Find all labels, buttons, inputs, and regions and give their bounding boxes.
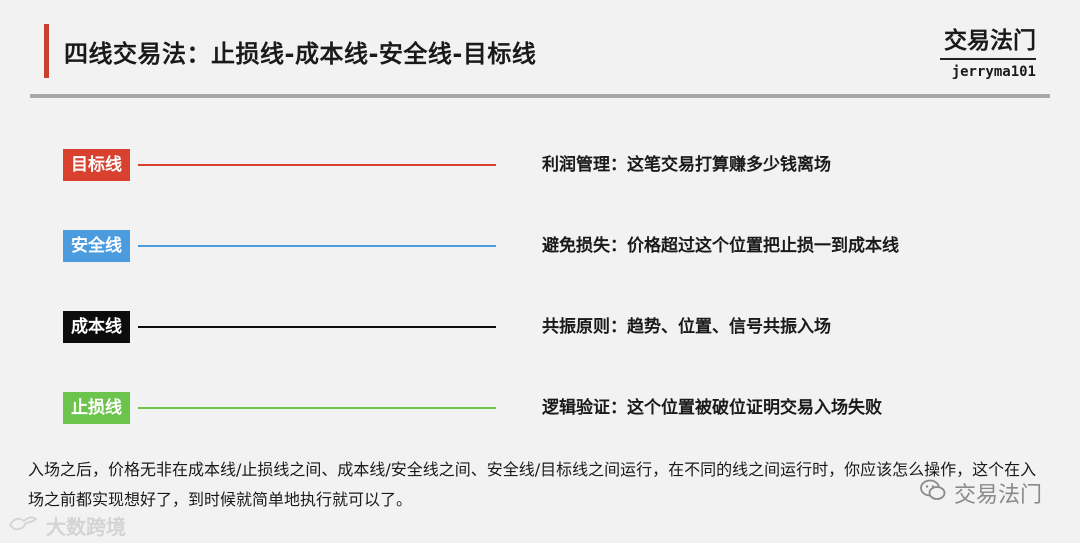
- cost-line-description: 共振原则：趋势、位置、信号共振入场: [542, 317, 831, 337]
- row-stoploss: 止损线 逻辑验证：这个位置被破位证明交易入场失败: [0, 392, 1080, 424]
- stoploss-line-description: 逻辑验证：这个位置被破位证明交易入场失败: [542, 398, 882, 418]
- left-watermark-text: 大数跨境: [46, 515, 126, 539]
- wechat-icon: [920, 479, 946, 507]
- safety-line-description: 避免损失：价格超过这个位置把止损一到成本线: [542, 236, 899, 256]
- target-line: [138, 164, 496, 166]
- cost-line: [138, 326, 496, 328]
- stoploss-line-tag: 止损线: [63, 392, 130, 424]
- page-title: 四线交易法：止损线-成本线-安全线-目标线: [64, 40, 537, 68]
- row-safety: 安全线 避免损失：价格超过这个位置把止损一到成本线: [0, 230, 1080, 262]
- wechat-watermark: 交易法门: [920, 477, 1042, 509]
- safety-line: [138, 245, 496, 247]
- brand-block: 交易法门 jerryma101: [940, 26, 1036, 80]
- footer-text: 入场之后，价格无非在成本线/止损线之间、成本线/安全线之间、安全线/目标线之间运…: [28, 460, 1037, 509]
- title-accent-bar: [44, 24, 49, 78]
- row-cost: 成本线 共振原则：趋势、位置、信号共振入场: [0, 311, 1080, 343]
- stoploss-line: [138, 407, 496, 409]
- brand-name: 交易法门: [944, 28, 1036, 54]
- cost-line-tag: 成本线: [63, 311, 130, 343]
- left-watermark: 大数跨境: [8, 511, 126, 540]
- brand-handle: jerryma101: [951, 64, 1036, 80]
- header-rule: [30, 94, 1050, 98]
- row-target: 目标线 利润管理：这笔交易打算赚多少钱离场: [0, 149, 1080, 181]
- target-line-description: 利润管理：这笔交易打算赚多少钱离场: [542, 155, 831, 175]
- wechat-watermark-text: 交易法门: [953, 483, 1042, 508]
- brand-divider: [940, 58, 1036, 60]
- bird-icon: [8, 513, 38, 538]
- target-line-tag: 目标线: [63, 149, 130, 181]
- safety-line-tag: 安全线: [63, 230, 130, 262]
